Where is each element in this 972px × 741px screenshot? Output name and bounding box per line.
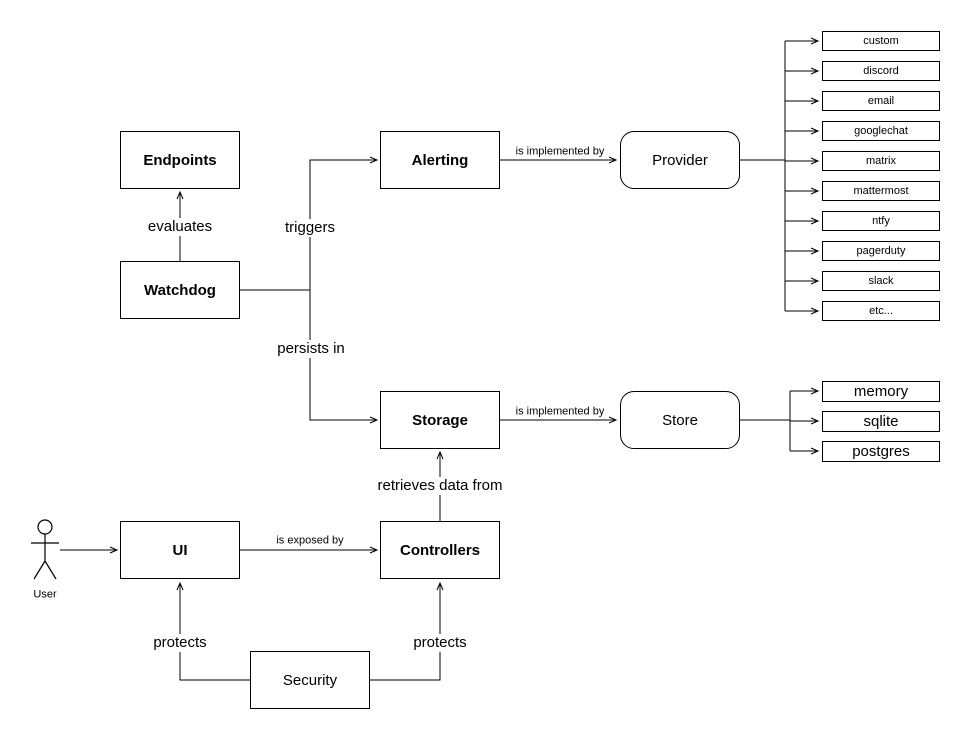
node-storage: Storage xyxy=(380,391,500,449)
node-provider: Provider xyxy=(620,131,740,189)
node-alerting: Alerting xyxy=(380,131,500,189)
store-leaf-memory: memory xyxy=(822,381,940,402)
edge-label-retrieves-data-from: retrieves data from xyxy=(374,477,506,495)
provider-leaf-email: email xyxy=(822,91,940,111)
edge-label-evaluates: evaluates xyxy=(144,218,216,236)
provider-leaf-discord: discord xyxy=(822,61,940,81)
node-watchdog: Watchdog xyxy=(120,261,240,319)
edge-label-is-exposed-by: is exposed by xyxy=(273,534,347,548)
provider-leaf-ntfy: ntfy xyxy=(822,211,940,231)
edges xyxy=(60,37,820,681)
node-security: Security xyxy=(250,651,370,709)
user-actor-icon xyxy=(31,519,59,580)
edge-label-persists-in: persists in xyxy=(274,340,348,358)
edge-label-alerting-implemented-by: is implemented by xyxy=(512,145,608,159)
provider-leaf-slack: slack xyxy=(822,271,940,291)
node-store: Store xyxy=(620,391,740,449)
provider-leaf-googlechat: googlechat xyxy=(822,121,940,141)
provider-leaf-etc: etc... xyxy=(822,301,940,321)
node-endpoints: Endpoints xyxy=(120,131,240,189)
provider-leaf-matrix: matrix xyxy=(822,151,940,171)
node-controllers: Controllers xyxy=(380,521,500,579)
provider-leaf-pagerduty: pagerduty xyxy=(822,241,940,261)
store-leaf-postgres: postgres xyxy=(822,441,940,462)
edge-label-protects-controllers: protects xyxy=(410,634,470,652)
node-ui: UI xyxy=(120,521,240,579)
provider-leaf-custom: custom xyxy=(822,31,940,51)
edge-label-triggers: triggers xyxy=(281,219,339,237)
provider-leaf-mattermost: mattermost xyxy=(822,181,940,201)
edge-label-protects-ui: protects xyxy=(150,634,210,652)
user-actor-label: User xyxy=(30,588,60,602)
store-leaf-sqlite: sqlite xyxy=(822,411,940,432)
edge-label-storage-implemented-by: is implemented by xyxy=(512,405,608,419)
